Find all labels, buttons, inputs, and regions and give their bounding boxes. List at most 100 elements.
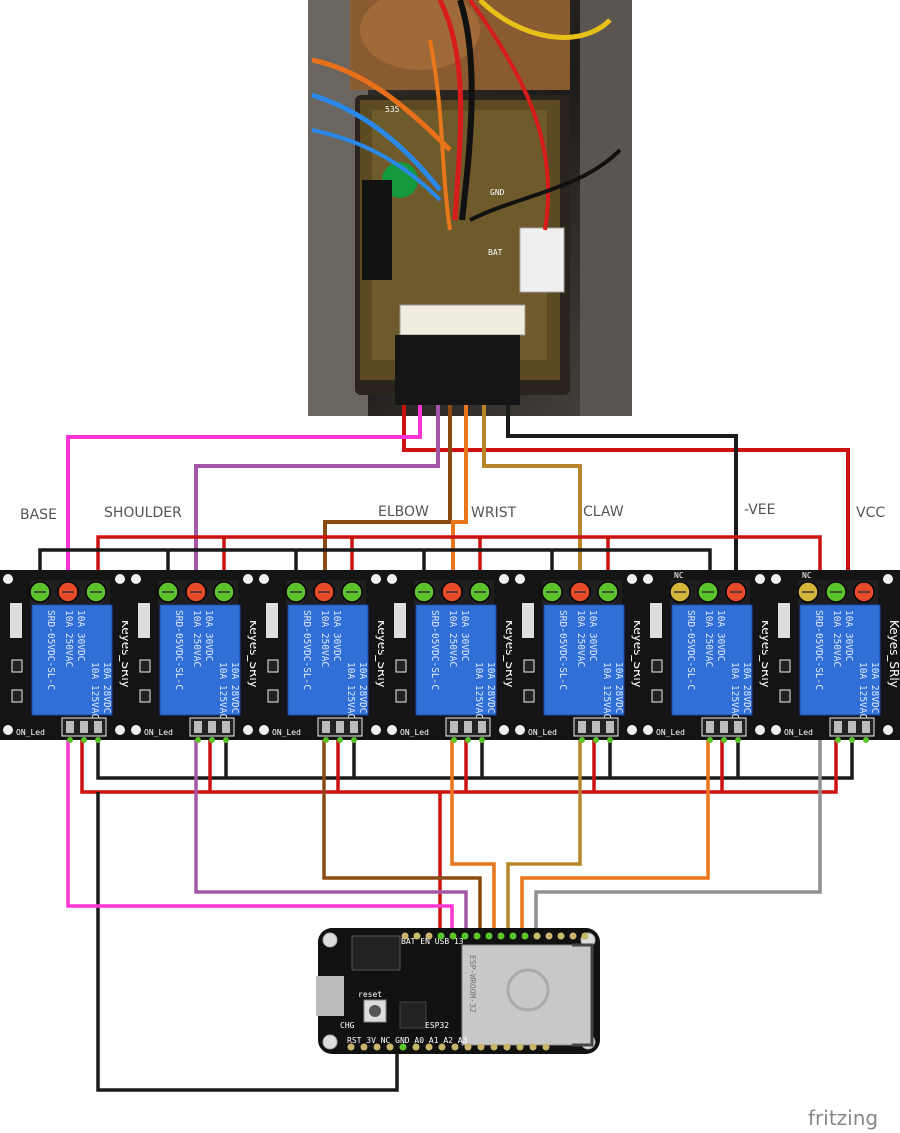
- top-header-pin: [437, 932, 445, 940]
- relay-rating-label: 10A 250VAC: [63, 610, 74, 667]
- label-base: BASE: [20, 507, 57, 523]
- mount-hole: [131, 574, 141, 584]
- label-vcc: VCC: [856, 505, 885, 521]
- mount-hole: [883, 574, 893, 584]
- esp-wroom-module: [461, 944, 593, 1046]
- relay-rating-label: 10A 125VAC: [345, 662, 356, 719]
- relay-rating-label: 10A 125VAC: [473, 662, 484, 719]
- header-pin: [734, 721, 742, 733]
- bottom-header-pin: [412, 1043, 420, 1051]
- label-vee: -VEE: [744, 502, 776, 518]
- header-pin: [450, 721, 458, 733]
- module-label: ESP-WROOM-32: [468, 955, 477, 1013]
- vee-signal-wire: [520, 740, 710, 935]
- resistor: [139, 689, 151, 703]
- relay-rating-label: 10A 28VDC: [485, 662, 496, 713]
- relay-rating-label: 10A 125VAC: [729, 662, 740, 719]
- mount-hole: [371, 725, 381, 735]
- header-pin-end: [593, 737, 599, 743]
- header-pin: [862, 721, 870, 733]
- mount-hole: [771, 725, 781, 735]
- label-claw: CLAW: [583, 504, 624, 520]
- diode: [10, 603, 22, 638]
- bottom-header-pin: [399, 1043, 407, 1051]
- header-pin: [464, 721, 472, 733]
- relay-rating-label: 10A 125VAC: [857, 662, 868, 719]
- relay-part-label: SRD-05VDC-SL-C: [45, 610, 56, 690]
- mount-hole: [627, 725, 637, 735]
- header-pin-end: [721, 737, 727, 743]
- usb-connector: [316, 976, 344, 1016]
- header-pin: [592, 721, 600, 733]
- relay-rating-label: 10A 30VDC: [587, 610, 598, 661]
- relay-rating-label: 10A 28VDC: [101, 662, 112, 713]
- relay-body: [671, 604, 753, 716]
- top-header-pin: [509, 932, 517, 940]
- relay-led-label: ON_Led: [656, 728, 685, 737]
- header-pin: [834, 721, 842, 733]
- header-pin: [94, 721, 102, 733]
- header-pin: [336, 721, 344, 733]
- mount-hole: [3, 725, 13, 735]
- header-pin-end: [835, 737, 841, 743]
- header-pin-end: [351, 737, 357, 743]
- mount-hole: [755, 574, 765, 584]
- top-header-pin: [401, 932, 409, 940]
- controller-photo: GND BAT 535: [308, 0, 632, 416]
- vcc-red-bus: [80, 740, 838, 794]
- header-pin-end: [707, 737, 713, 743]
- top-header-pin: [581, 932, 589, 940]
- relay-led-label: ON_Led: [400, 728, 429, 737]
- relay-rating-label: 10A 250VAC: [575, 610, 586, 667]
- base-signal-wire: [66, 740, 454, 935]
- relay-rating-label: 10A 30VDC: [715, 610, 726, 661]
- relay-rating-label: 10A 250VAC: [447, 610, 458, 667]
- elbow-signal-wire: [322, 740, 482, 935]
- header-pin-end: [81, 737, 87, 743]
- shoulder-wire: [194, 405, 440, 590]
- relay-led-label: ON_Led: [784, 728, 813, 737]
- relay-rating-label: 10A 125VAC: [89, 662, 100, 719]
- top-header-pin: [569, 932, 577, 940]
- header-pin-end: [195, 737, 201, 743]
- mount-hole: [515, 574, 525, 584]
- board-pin-header: [347, 932, 589, 1051]
- header-pin-end: [209, 737, 215, 743]
- relay-led-label: ON_Led: [272, 728, 301, 737]
- header-pin-end: [223, 737, 229, 743]
- bottom-header-pin: [360, 1043, 368, 1051]
- relay-body: [31, 604, 113, 716]
- relay-rating-label: 10A 30VDC: [75, 610, 86, 661]
- wire-layer: [38, 405, 854, 1092]
- diode: [778, 603, 790, 638]
- top-header-pin: [557, 932, 565, 940]
- relay-nc-label: NC: [674, 571, 684, 580]
- top-header-pin: [473, 932, 481, 940]
- relay-rating-label: 10A 30VDC: [843, 610, 854, 661]
- mount-hole: [643, 574, 653, 584]
- mount-hole: [771, 574, 781, 584]
- pcb-bat-label: BAT: [488, 248, 503, 257]
- bottom-header-pin: [529, 1043, 537, 1051]
- header-pin-end: [863, 737, 869, 743]
- mount-hole: [259, 574, 269, 584]
- diode: [266, 603, 278, 638]
- chg-label: CHG: [340, 1021, 355, 1030]
- bottom-header-pin: [516, 1043, 524, 1051]
- white-connector: [519, 227, 565, 293]
- relay-led-label: ON_Led: [16, 728, 45, 737]
- esp32-label: ESP32: [425, 1021, 449, 1030]
- bottom-header-pin: [542, 1043, 550, 1051]
- relay-rating-label: 10A 250VAC: [191, 610, 202, 667]
- channel-labels: BASE SHOULDER ELBOW WRIST CLAW -VEE VCC: [20, 502, 885, 523]
- mount-hole: [387, 574, 397, 584]
- claw-signal-wire: [506, 740, 582, 935]
- mount-hole: [515, 725, 525, 735]
- mount-hole: [499, 574, 509, 584]
- resistor: [11, 689, 23, 703]
